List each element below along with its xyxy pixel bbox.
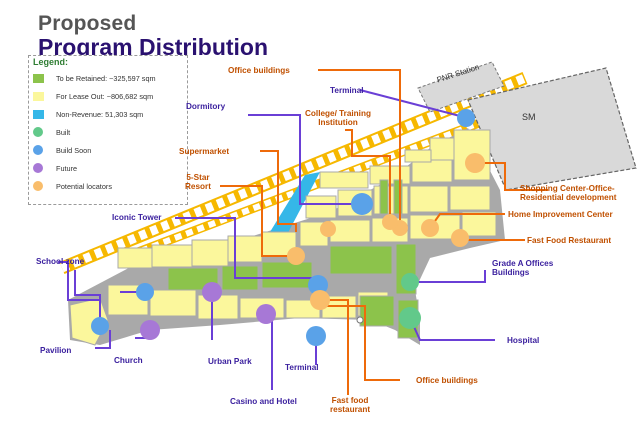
legend-item-nonrevenue: Non-Revenue: 51,303 sqm [33,107,143,121]
callout-hospital: Hospital [507,336,540,345]
callout-casino-hotel: Casino and Hotel [230,397,297,406]
callout-school-zone: School zone [36,257,85,266]
callout-terminal-bottom: Terminal [285,363,319,372]
legend-swatch [33,91,44,101]
sm-label: SM [522,112,536,122]
callout-urban-park: Urban Park [208,357,252,366]
legend-label: Built [56,127,71,137]
legend-label: Future [56,163,78,173]
callout-pavilion: Pavilion [40,346,72,355]
callout-fast-food-right: Fast Food Restaurant [527,236,612,245]
legend-item-built: Built [33,125,70,139]
callout-terminal-top: Terminal [330,86,364,95]
callout-iconic-tower: Iconic Tower [112,213,162,222]
legend-dot [33,181,43,191]
sm-block [467,67,637,191]
legend-heading: Legend: [33,57,68,67]
non-revenue-strip [262,172,320,248]
legend-label: For Lease Out: ~806,682 sqm [56,91,154,101]
callout-shopping-center: Shopping Center-Office-Residential devel… [520,184,617,203]
legend-item-lease: For Lease Out: ~806,682 sqm [33,89,153,103]
callout-supermarket: Supermarket [179,147,230,156]
callout-office-buildings-top: Office buildings [228,66,290,75]
legend-label: To be Retained: ~325,597 sqm [56,73,156,83]
callout-church: Church [114,356,143,365]
callout-home-improvement: Home Improvement Center [508,210,613,219]
legend-dot [33,127,43,137]
legend-item-potential: Potential locators [33,179,112,193]
legend-dot [33,145,43,155]
legend-dot [33,163,43,173]
legend-label: Build Soon [56,145,92,155]
title-line-1: Proposed [38,12,137,35]
legend-label: Potential locators [56,181,112,191]
callout-lines-orange [220,69,548,395]
legend-item-future: Future [33,161,77,175]
callout-office-buildings-bottom: Office buildings [416,376,478,385]
callout-dormitory: Dormitory [186,102,226,111]
legend: Legend: To be Retained: ~325,597 sqm For… [28,55,188,205]
legend-item-retained: To be Retained: ~325,597 sqm [33,71,156,85]
legend-item-build-soon: Build Soon [33,143,91,157]
legend-label: Non-Revenue: 51,303 sqm [56,109,144,119]
legend-swatch [33,109,44,119]
markers [91,109,485,346]
pnr-station [417,61,505,113]
legend-swatch [33,73,44,83]
